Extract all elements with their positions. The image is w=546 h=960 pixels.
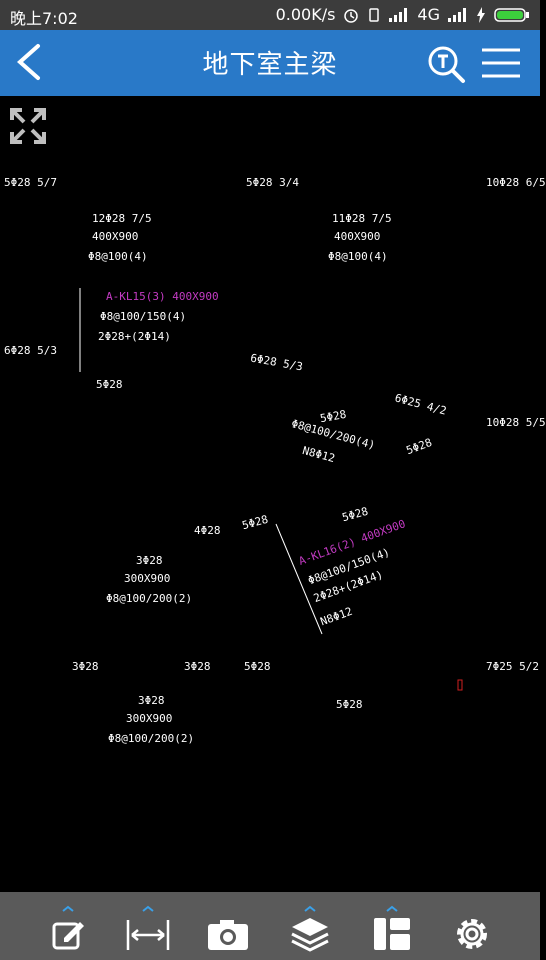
layout-icon [374,918,410,950]
cad-label: 5Φ28 5/7 [4,176,57,189]
camera-tool[interactable] [204,902,252,954]
cad-label: 3Φ28 [138,694,165,707]
page-title: 地下室主梁 [202,50,338,80]
cad-label: 3Φ28 [184,660,211,673]
vibrate-icon [369,7,380,22]
search-icon[interactable] [426,44,466,84]
expand-caret-icon [62,905,74,912]
cad-label: Φ8@100(4) [88,250,148,263]
cad-label: 300X900 [124,572,171,585]
cad-label: 11Φ28 7/5 [332,212,392,225]
cad-beam-label: A-KL15(3) 400X900 [106,290,219,303]
cad-label: Φ8@100/150(4) [100,310,187,323]
menu-icon[interactable] [480,46,522,80]
status-time: 晚上7:02 [10,9,78,28]
cad-label: 10Φ28 6/5 [486,176,546,189]
app-bar: 地下室主梁 [0,30,540,98]
cad-label: 5Φ28 [96,378,123,391]
expand-caret-icon [142,905,154,912]
cad-label: 4Φ28 [194,524,221,537]
cad-label: 7Φ25 5/2 [486,660,539,673]
cad-label: 400X900 [334,230,381,243]
cad-label: 5Φ28 [336,698,363,711]
camera-icon [208,920,248,950]
network-type: 4G [417,5,440,24]
bottom-toolbar [0,892,540,960]
signal-icon [389,7,408,22]
cad-label: 300X900 [126,712,173,725]
cad-label: 2Φ28+(2Φ14) [98,330,171,343]
cad-label: 12Φ28 7/5 [92,212,152,225]
cad-label: 10Φ28 5/5 [486,416,546,429]
expand-caret-icon [304,905,316,912]
cad-label: 6Φ28 5/3 [4,344,57,357]
beam-lines [79,288,463,691]
layout-tool[interactable] [368,902,416,954]
back-icon[interactable] [10,42,50,82]
edit-icon [52,922,84,950]
cad-label: 5Φ28 3/4 [246,176,299,189]
layers-tool[interactable] [286,902,334,954]
cad-label: 5Φ28 [244,660,271,673]
cad-label: Φ8@100(4) [328,250,388,263]
cad-label: 3Φ28 [136,554,163,567]
charging-icon [477,6,485,23]
battery-icon [494,7,529,22]
status-right: 0.00K/s 4G [276,5,530,24]
fullscreen-icon[interactable] [8,106,48,146]
cad-label: 400X900 [92,230,139,243]
cad-label: 3Φ28 [72,660,99,673]
net-speed: 0.00K/s [275,5,336,24]
gear-icon [457,919,487,949]
wifi-signal-icon [448,7,466,22]
status-bar: 晚上7:02 0.00K/s 4G [0,0,540,30]
drawing-canvas[interactable]: 5Φ28 5/7 5Φ28 3/4 10Φ28 6/5 12Φ28 7/5 40… [0,96,546,892]
measure-icon [126,920,170,950]
measure-tool[interactable] [124,902,172,954]
alarm-icon [344,8,359,23]
settings-tool[interactable] [448,902,496,954]
layers-icon [291,918,329,952]
cad-label: Φ8@100/200(2) [106,592,193,605]
expand-caret-icon [386,905,398,912]
edit-tool[interactable] [44,902,92,954]
cad-label: Φ8@100/200(2) [108,732,195,745]
